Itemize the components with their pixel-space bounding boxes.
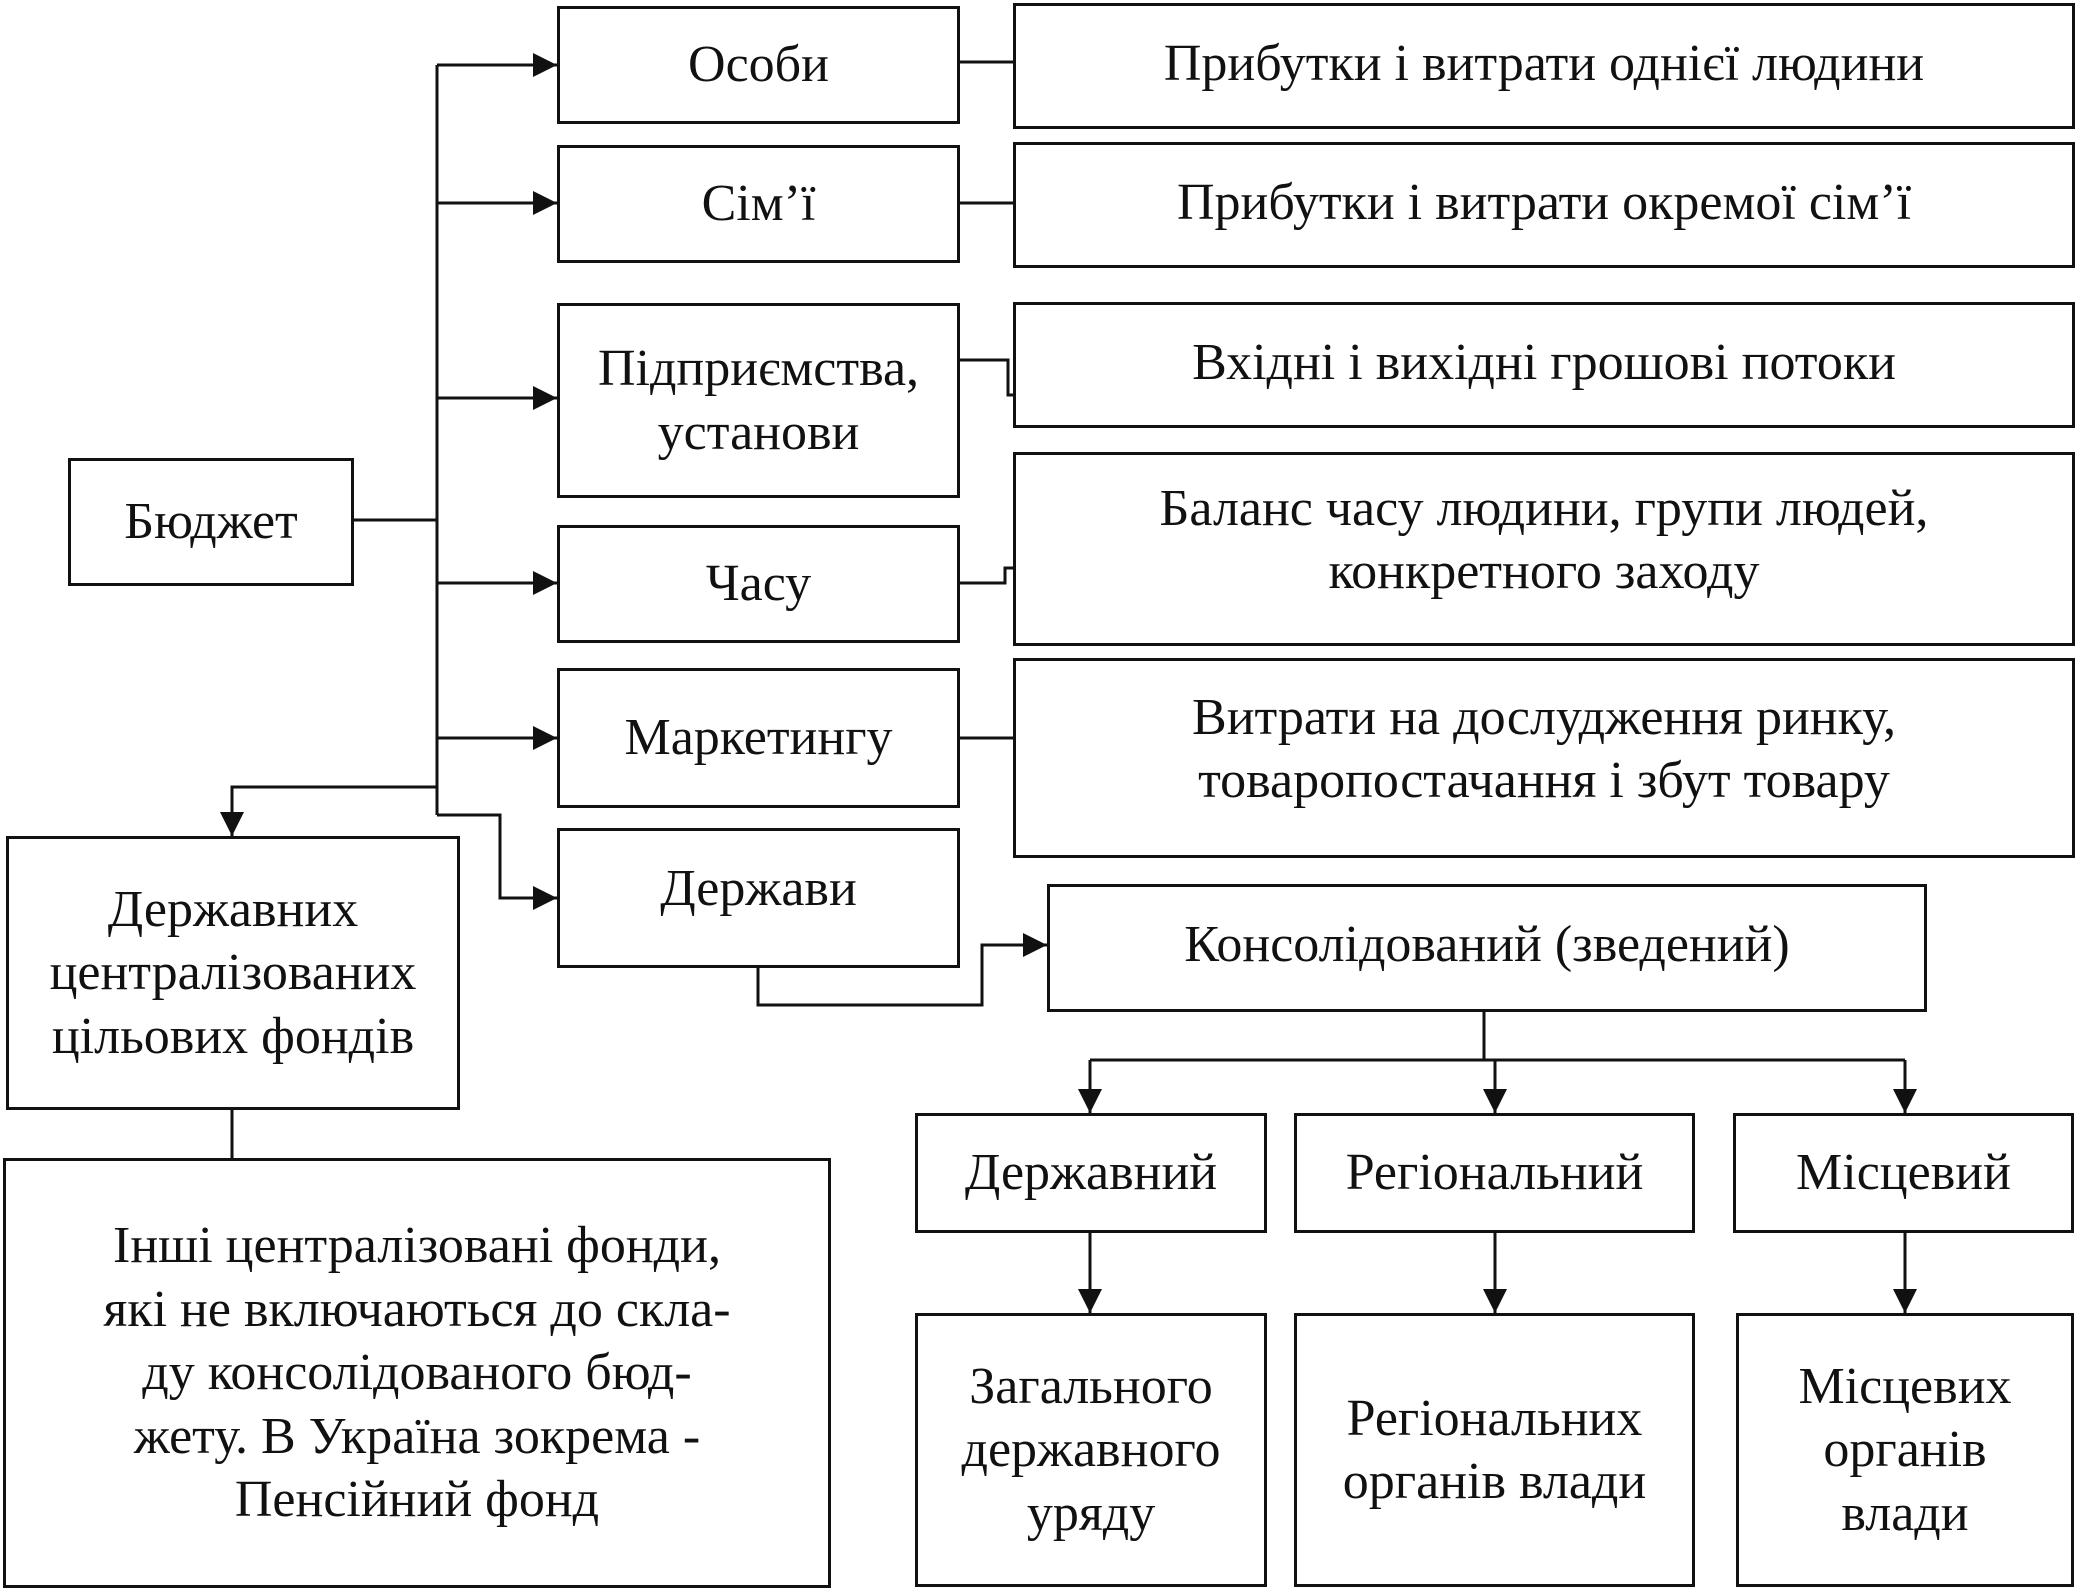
level-label: Місцевий <box>1796 1144 2011 1202</box>
detail-box-derzhavnyi: Загального державного уряду <box>915 1313 1267 1587</box>
type-box-chasu: Часу <box>557 525 960 643</box>
trust-funds-note: Інші централізовані фонди, які не включа… <box>103 1217 731 1529</box>
type-label: Держави <box>660 860 857 917</box>
desc-text: Прибутки і витрати окремої сім’ї <box>1176 174 1912 231</box>
type-box-marketynhu: Маркетингу <box>557 668 960 808</box>
type-label: Підприємства, установи <box>597 340 920 461</box>
budget-root-label: Бюджет <box>124 493 298 551</box>
arrow-to-trust-funds <box>220 785 437 836</box>
type-box-pidpryiemstva: Підприємства, установи <box>557 303 960 498</box>
type-box-simi: Сім’ї <box>557 145 960 263</box>
line-chasu-desc <box>958 566 1013 585</box>
desc-text: Витрати на дослудження ринку, товаропост… <box>1192 689 1896 810</box>
trust-funds-box: Державних централізованих цільових фонді… <box>6 836 460 1110</box>
desc-text: Вхідні і вихідні грошові потоки <box>1192 334 1896 391</box>
desc-text: Прибутки і витрати однієї людини <box>1163 35 1925 92</box>
desc-box-marketynhu: Витрати на дослудження ринку, товаропост… <box>1013 658 2075 858</box>
level-box-derzhavnyi: Державний <box>915 1113 1267 1233</box>
arrow-to-derzhavy <box>437 813 557 910</box>
detail-box-rehionalnyi: Регіональних органів влади <box>1294 1313 1695 1587</box>
desc-box-pidpryiemstva: Вхідні і вихідні грошові потоки <box>1013 302 2075 428</box>
desc-text: Баланс часу людини, групи людей, конкрет… <box>1159 480 1929 601</box>
budget-root-box: Бюджет <box>68 458 354 586</box>
type-box-derzhavy: Держави <box>557 828 960 968</box>
type-label: Маркетингу <box>624 709 893 767</box>
consolidated-label: Консолідований (зведений) <box>1184 916 1790 973</box>
arrow-derzhavy-to-consolidated <box>756 933 1047 1007</box>
line-pidpryiemstva-desc <box>958 358 1013 397</box>
type-label: Особи <box>688 36 829 94</box>
detail-box-mistsevyi: Місцевих органів влади <box>1736 1313 2074 1587</box>
desc-box-simi: Прибутки і витрати окремої сім’ї <box>1013 142 2075 268</box>
detail-text: Регіональних органів влади <box>1342 1389 1647 1510</box>
desc-box-osoby: Прибутки і витрати однієї людини <box>1013 3 2075 129</box>
type-box-osoby: Особи <box>557 6 960 124</box>
consolidated-box: Консолідований (зведений) <box>1047 884 1927 1012</box>
level-label: Державний <box>964 1144 1218 1202</box>
level-box-mistsevyi: Місцевий <box>1733 1113 2074 1233</box>
level-box-rehionalnyi: Регіональний <box>1294 1113 1695 1233</box>
type-label: Часу <box>705 555 812 613</box>
detail-text: Місцевих органів влади <box>1798 1357 2012 1542</box>
type-label: Сім’ї <box>701 175 816 233</box>
trust-funds-label: Державних централізованих цільових фонді… <box>49 880 417 1065</box>
level-label: Регіональний <box>1345 1144 1644 1202</box>
desc-box-chasu: Баланс часу людини, групи людей, конкрет… <box>1013 452 2075 646</box>
detail-text: Загального державного уряду <box>961 1357 1221 1542</box>
trust-funds-note-box: Інші централізовані фонди, які не включа… <box>3 1158 831 1588</box>
